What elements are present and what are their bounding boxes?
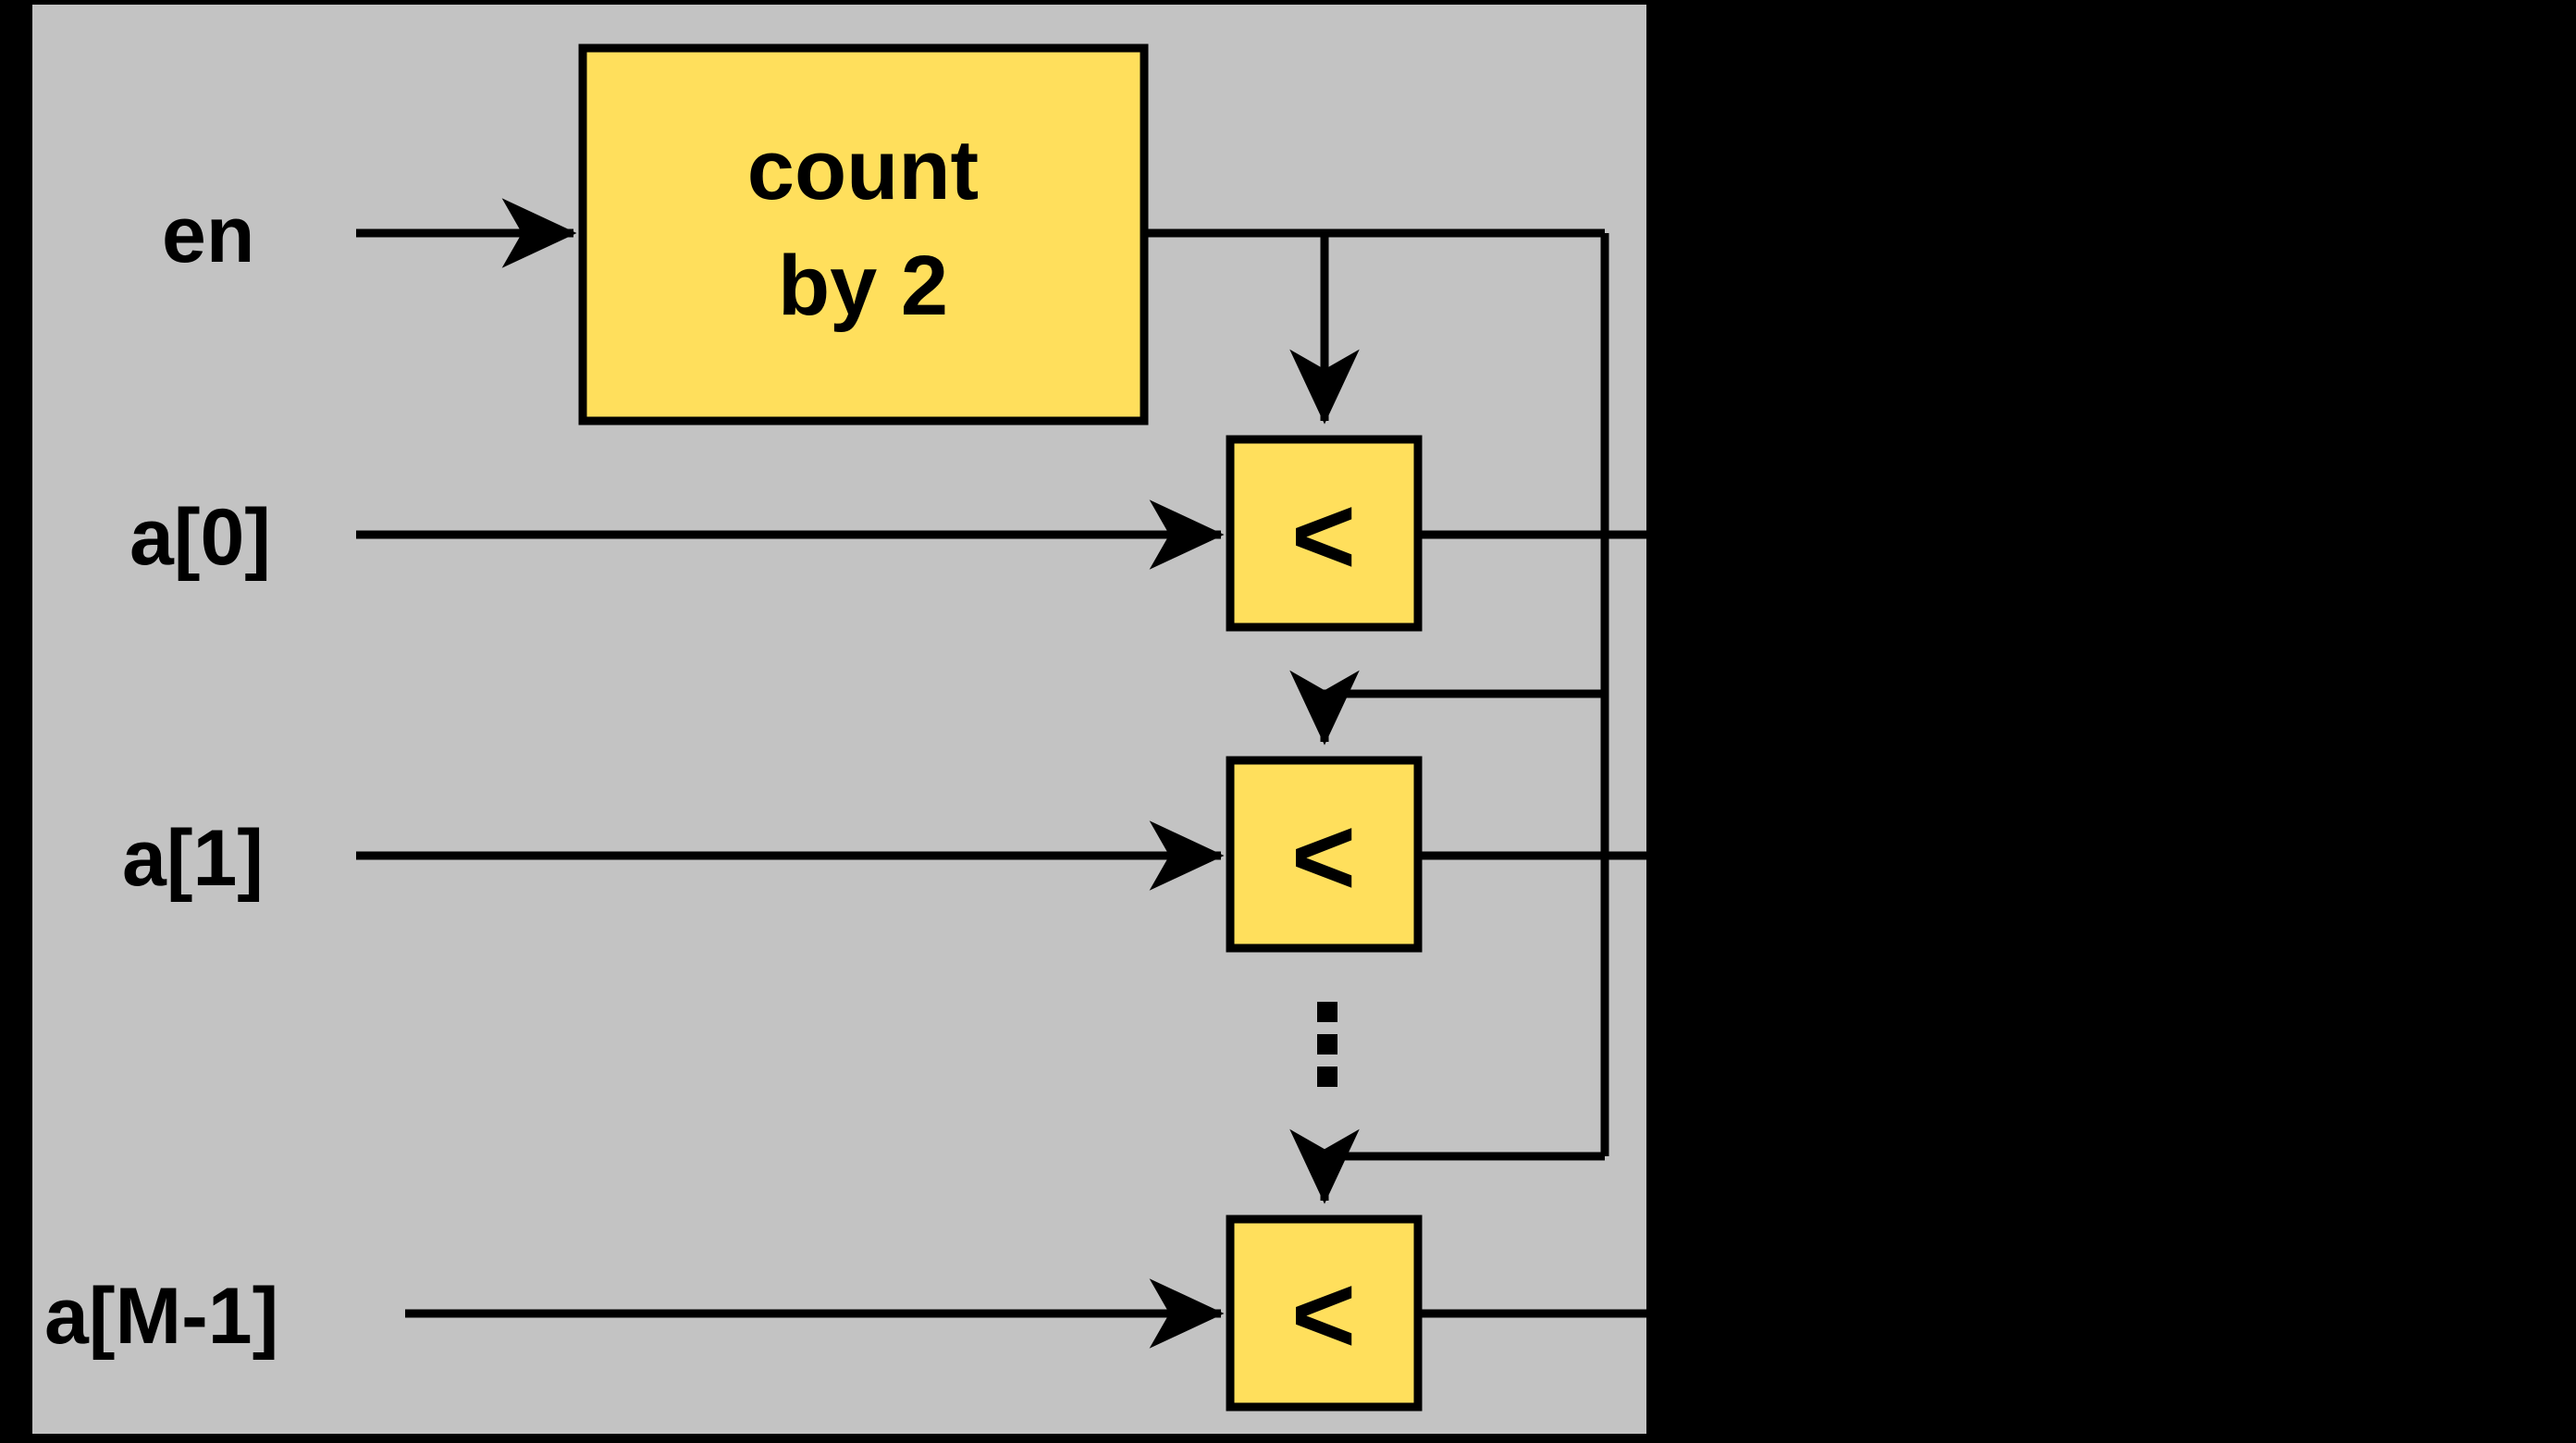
comparator-m-1[interactable] bbox=[1226, 1215, 1423, 1412]
branch-wire-comparator-1 bbox=[1289, 670, 1605, 746]
input-label-a1: a[1] bbox=[122, 814, 264, 903]
comparator-0[interactable] bbox=[1226, 435, 1423, 632]
comparator-1[interactable] bbox=[1226, 756, 1423, 953]
input-label-a0: a[0] bbox=[129, 493, 271, 582]
vertical-ellipsis-dot-2 bbox=[1317, 1034, 1337, 1054]
counter-block[interactable] bbox=[578, 43, 1149, 426]
branch-wire-comparator-m-1 bbox=[1289, 1128, 1605, 1204]
counter-block-label-line1: count bbox=[747, 123, 979, 217]
comparator-m-1-symbol: < bbox=[1291, 1252, 1356, 1376]
input-label-en: en bbox=[162, 191, 254, 279]
input-label-am1: a[M-1] bbox=[44, 1272, 278, 1361]
comparator-0-symbol: < bbox=[1291, 474, 1356, 598]
vertical-ellipsis-dot-1 bbox=[1317, 1002, 1337, 1022]
counter-block-label-line2: by 2 bbox=[778, 239, 948, 333]
comparator-1-symbol: < bbox=[1291, 795, 1356, 919]
vertical-ellipsis-dot-3 bbox=[1317, 1067, 1337, 1087]
